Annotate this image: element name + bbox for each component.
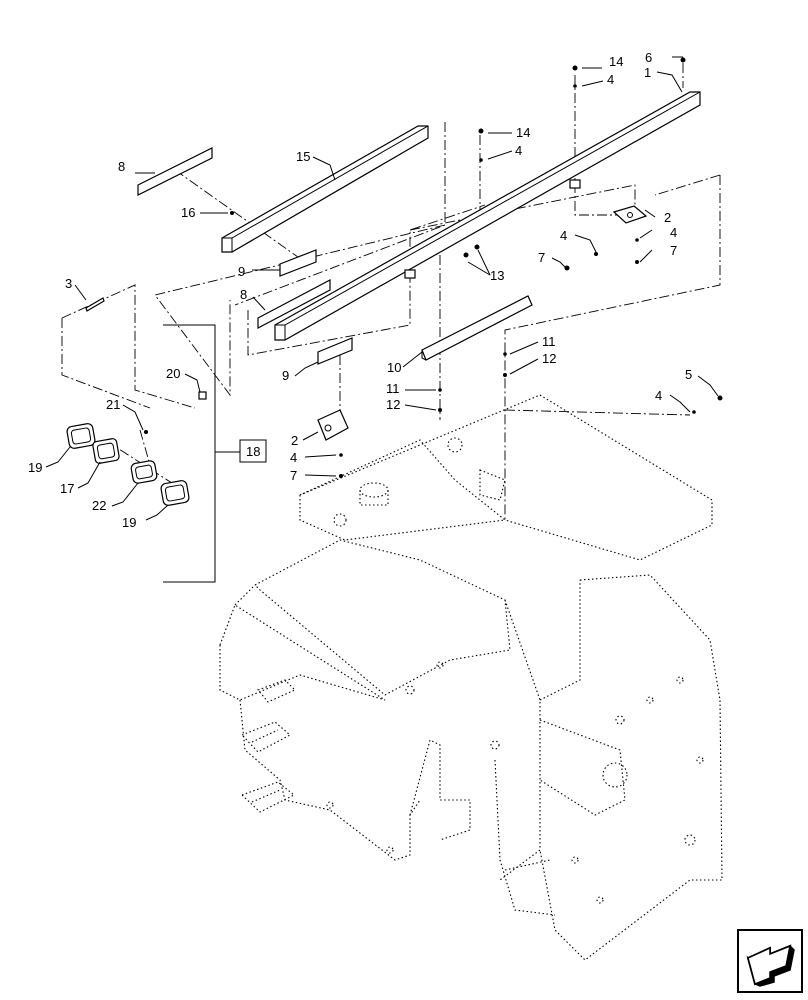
- part-9-strip-top: [279, 249, 317, 277]
- tractor-body-outline: [219, 394, 723, 961]
- leader-lines: [45, 56, 719, 521]
- callout-4: 4: [290, 450, 297, 465]
- callout-7: 7: [670, 243, 677, 258]
- callout-15: 15: [296, 149, 310, 164]
- callout-11: 11: [386, 381, 400, 396]
- part-3-small-strip: [85, 297, 105, 312]
- callout-14: 14: [609, 54, 623, 69]
- assembly-lines: [61, 63, 721, 520]
- callout-3: 3: [65, 276, 72, 291]
- callout-4: 4: [655, 388, 662, 403]
- callout-7: 7: [538, 250, 545, 265]
- callout-22: 22: [92, 498, 106, 513]
- callout-10: 10: [387, 360, 401, 375]
- callout-16: 16: [181, 205, 195, 220]
- callout-18: 18: [246, 444, 260, 459]
- part-19-lens-right: [160, 480, 190, 506]
- callout-2: 2: [291, 433, 298, 448]
- callout-11: 11: [542, 334, 556, 349]
- part-19-lens-left: [66, 423, 96, 449]
- callout-8: 8: [118, 159, 125, 174]
- callout-9: 9: [282, 368, 289, 383]
- callout-12: 12: [386, 397, 400, 412]
- part-2-bracket-lower: [317, 409, 349, 441]
- callout-18-box: [239, 439, 267, 463]
- part-8-strip-top: [137, 147, 213, 196]
- callout-4: 4: [607, 72, 614, 87]
- callout-20: 20: [166, 366, 180, 381]
- callout-19: 19: [122, 515, 136, 530]
- callout-5: 5: [685, 367, 692, 382]
- callout-8: 8: [240, 287, 247, 302]
- callout-4: 4: [515, 143, 522, 158]
- callout-14: 14: [516, 125, 530, 140]
- callout-12: 12: [542, 351, 556, 366]
- callout-13: 13: [490, 268, 504, 283]
- light-assembly: [66, 391, 207, 506]
- callout-17: 17: [60, 481, 74, 496]
- callout-4: 4: [560, 228, 567, 243]
- part-22-seal: [130, 460, 158, 484]
- callout-19: 19: [28, 460, 42, 475]
- callout-1: 1: [644, 65, 651, 80]
- part-2-bracket-upper: [612, 205, 648, 224]
- callout-2: 2: [664, 210, 671, 225]
- part-17-lamp: [92, 438, 120, 464]
- part-9-strip-low: [317, 337, 353, 365]
- strips: [137, 147, 353, 365]
- callout-7: 7: [290, 468, 297, 483]
- part-1-long-rail: [274, 91, 701, 341]
- group-bracket-18: [163, 324, 267, 583]
- callout-labels: 1 2 2 3 4 4 4 4 4 4 5 6 7 7 7 8 8 9 9 10…: [28, 50, 692, 530]
- part-10-angle-strip: [421, 295, 533, 361]
- callout-9: 9: [238, 264, 245, 279]
- next-page-arrow-icon[interactable]: [737, 929, 803, 993]
- callout-6: 6: [645, 50, 652, 65]
- hardware: [144, 57, 723, 478]
- part-15-side-rail: [221, 125, 429, 253]
- part-8-strip-mid: [257, 279, 331, 329]
- callout-21: 21: [106, 397, 120, 412]
- callout-4: 4: [670, 225, 677, 240]
- part-20-connector: [198, 391, 207, 400]
